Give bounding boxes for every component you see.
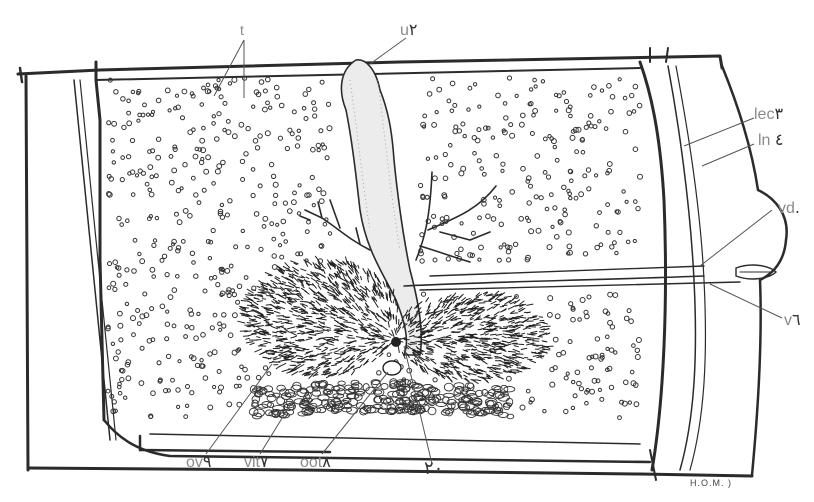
label-ovary: ov٩ (186, 452, 212, 472)
label-uterus: u٢ (400, 20, 418, 40)
label-ln: ln ٤ (758, 130, 784, 150)
label-vd: vd. (778, 198, 800, 218)
label-mehlis: ٢٠ (424, 458, 443, 479)
label-vg: v٦ (784, 310, 801, 330)
artist-signature: H.O.M. ) (690, 478, 732, 488)
label-vitellarium: vit٧ (244, 452, 269, 472)
label-lec: lec٣ (754, 104, 783, 124)
label-testes: t (240, 22, 244, 39)
label-ootype: oot٨ (300, 452, 331, 472)
